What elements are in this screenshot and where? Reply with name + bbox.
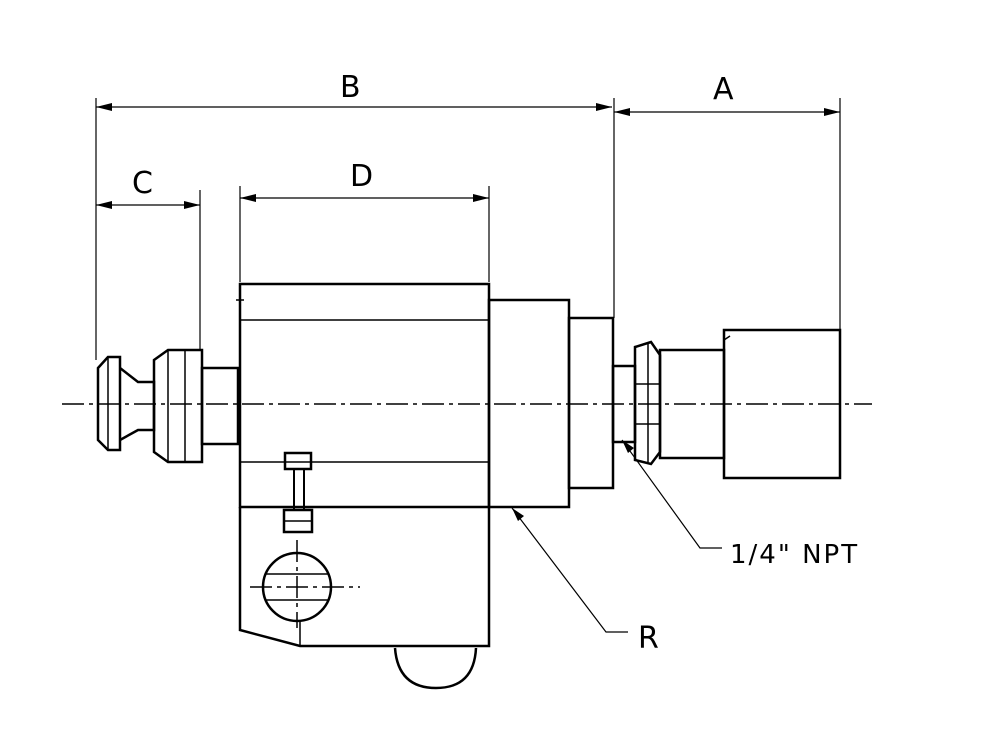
set-screw: [282, 451, 314, 534]
shaft: [200, 366, 240, 446]
dimension-c-label: C: [132, 166, 153, 201]
cross-hole: [250, 540, 360, 628]
dimension-a: A: [613, 72, 841, 330]
left-knob: [96, 348, 204, 464]
dimension-d: D: [239, 159, 490, 282]
dimension-c: C: [96, 166, 201, 350]
lower-clamp: [238, 507, 491, 690]
dimension-d-label: D: [350, 159, 373, 194]
callout-npt-label: 1/4" NPT: [730, 540, 859, 570]
dimension-b: B: [95, 70, 612, 360]
callout-r: R: [511, 507, 659, 656]
dimension-b-label: B: [340, 70, 361, 105]
callout-npt: 1/4" NPT: [621, 439, 859, 570]
callout-r-label: R: [638, 621, 659, 656]
hex-nut: [611, 340, 662, 466]
main-housing: [236, 282, 491, 509]
dimension-a-label: A: [713, 72, 734, 107]
